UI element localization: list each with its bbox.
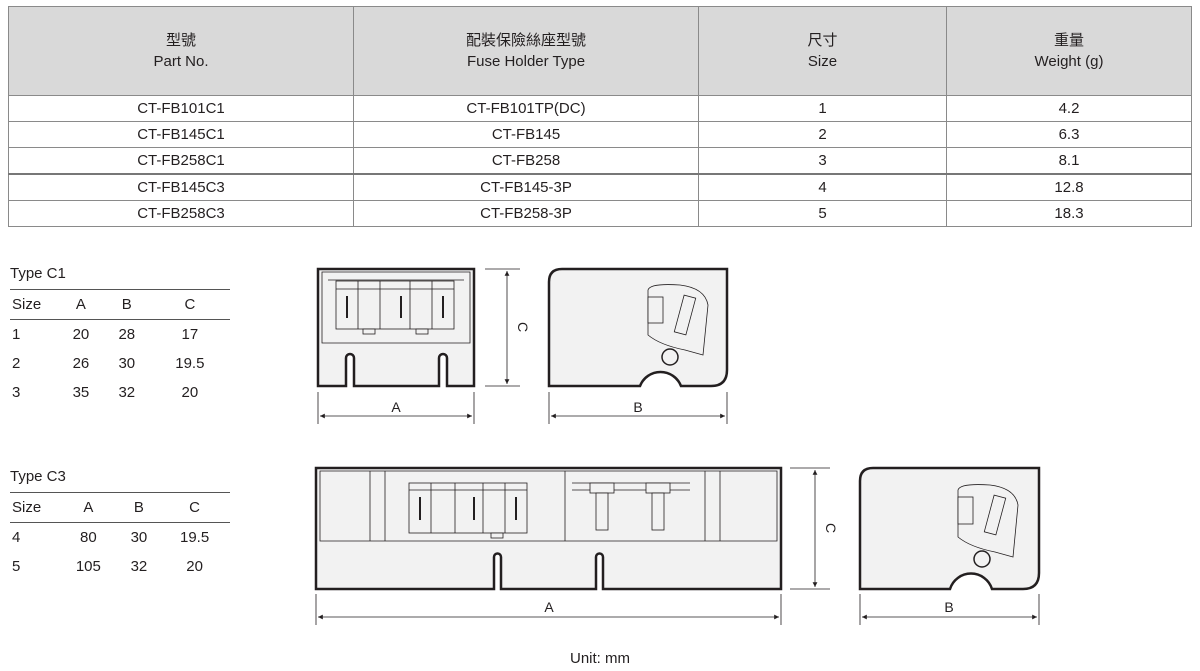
text: Fuse Holder Type <box>466 53 586 70</box>
text: 重量 <box>1053 32 1084 49</box>
table-cell: 35 <box>72 384 90 401</box>
table-cell: 30 <box>130 529 148 546</box>
table-cell: CT-FB145C3 <box>8 173 354 201</box>
table-cell: 4 <box>12 529 21 546</box>
table-cell: C <box>149 289 230 320</box>
table-row: 2 26 30 19.5 <box>10 349 230 378</box>
c3-dim-a: A <box>544 599 554 615</box>
table-cell: Size <box>10 492 58 523</box>
c1-dim-c: C <box>515 322 531 332</box>
table-cell: 17 <box>181 326 199 343</box>
table-cell: 19.5 <box>175 355 205 372</box>
table-cell: B <box>118 492 160 523</box>
table-cell: 1 <box>12 326 21 343</box>
c3-dim-b: B <box>944 599 953 615</box>
table-cell: 32 <box>130 558 148 575</box>
table-cell: 105 <box>75 558 101 575</box>
table-cell: 3 <box>12 384 21 401</box>
c3-dim-c: C <box>823 523 839 533</box>
text: Size <box>807 53 838 70</box>
table-cell: B <box>103 289 150 320</box>
c1-side-view <box>547 267 729 388</box>
table-cell: 20 <box>181 384 199 401</box>
table-cell: Size <box>10 289 58 320</box>
text: Weight (g) <box>1034 53 1104 70</box>
header-part-no: 型號 Part No. <box>8 6 354 96</box>
table-cell: C <box>159 492 230 523</box>
c1-front-view <box>316 267 476 388</box>
table-cell: CT-FB258C3 <box>8 200 354 227</box>
c1-dim-a: A <box>391 399 401 415</box>
table-cell: 12.8 <box>946 173 1192 201</box>
table-cell: 28 <box>118 326 136 343</box>
table-cell: 26 <box>72 355 90 372</box>
header-weight: 重量 Weight (g) <box>946 6 1192 96</box>
table-cell: CT-FB145 <box>353 121 699 148</box>
table-cell: 2 <box>698 121 947 148</box>
table-row: 4 80 30 19.5 <box>10 523 230 553</box>
unit-label: Unit: mm <box>570 650 630 667</box>
table-cell: CT-FB145C1 <box>8 121 354 148</box>
table-cell: 19.5 <box>179 529 210 546</box>
table-cell: CT-FB258-3P <box>353 200 699 227</box>
table-cell: 6.3 <box>946 121 1192 148</box>
table-cell: 20 <box>72 326 90 343</box>
table-cell: 80 <box>80 529 97 546</box>
header-fuse-holder: 配裝保險絲座型號 Fuse Holder Type <box>353 6 699 96</box>
text: 尺寸 <box>807 32 838 49</box>
table-cell: CT-FB101C1 <box>8 95 354 122</box>
c1-dim-b: B <box>633 399 642 415</box>
table-cell: 5 <box>12 558 21 575</box>
text: Part No. <box>153 53 209 70</box>
table-cell: A <box>58 289 104 320</box>
table-cell: CT-FB145-3P <box>353 173 699 201</box>
table-row: 5 105 32 20 <box>10 552 230 581</box>
table-cell: 30 <box>118 355 136 372</box>
table-cell: 5 <box>698 200 947 227</box>
type-c3-title: Type C3 <box>10 468 66 485</box>
table-cell: A <box>58 492 119 523</box>
table-row: 1 20 28 17 <box>10 320 230 350</box>
table-row: 3 35 32 20 <box>10 378 230 407</box>
table-cell: 8.1 <box>946 147 1192 175</box>
table-cell: 32 <box>118 384 136 401</box>
table-cell: 20 <box>186 558 203 575</box>
type-c1-title: Type C1 <box>10 265 66 282</box>
table-cell: 3 <box>698 147 947 175</box>
c3-front-view <box>314 466 783 591</box>
text: 型號 <box>165 32 196 49</box>
c3-side-view <box>858 466 1041 591</box>
table-cell: 2 <box>12 355 21 372</box>
part-table: 型號 Part No. 配裝保險絲座型號 Fuse Holder Type 尺寸 Si… <box>8 6 1192 227</box>
text: 配裝保險絲座型號 <box>465 32 586 49</box>
header-size: 尺寸 Size <box>698 6 947 96</box>
table-cell: 18.3 <box>946 200 1192 227</box>
table-header-row: 型號 Part No. 配裝保險絲座型號 Fuse Holder Type 尺寸 Si… <box>8 6 1192 96</box>
